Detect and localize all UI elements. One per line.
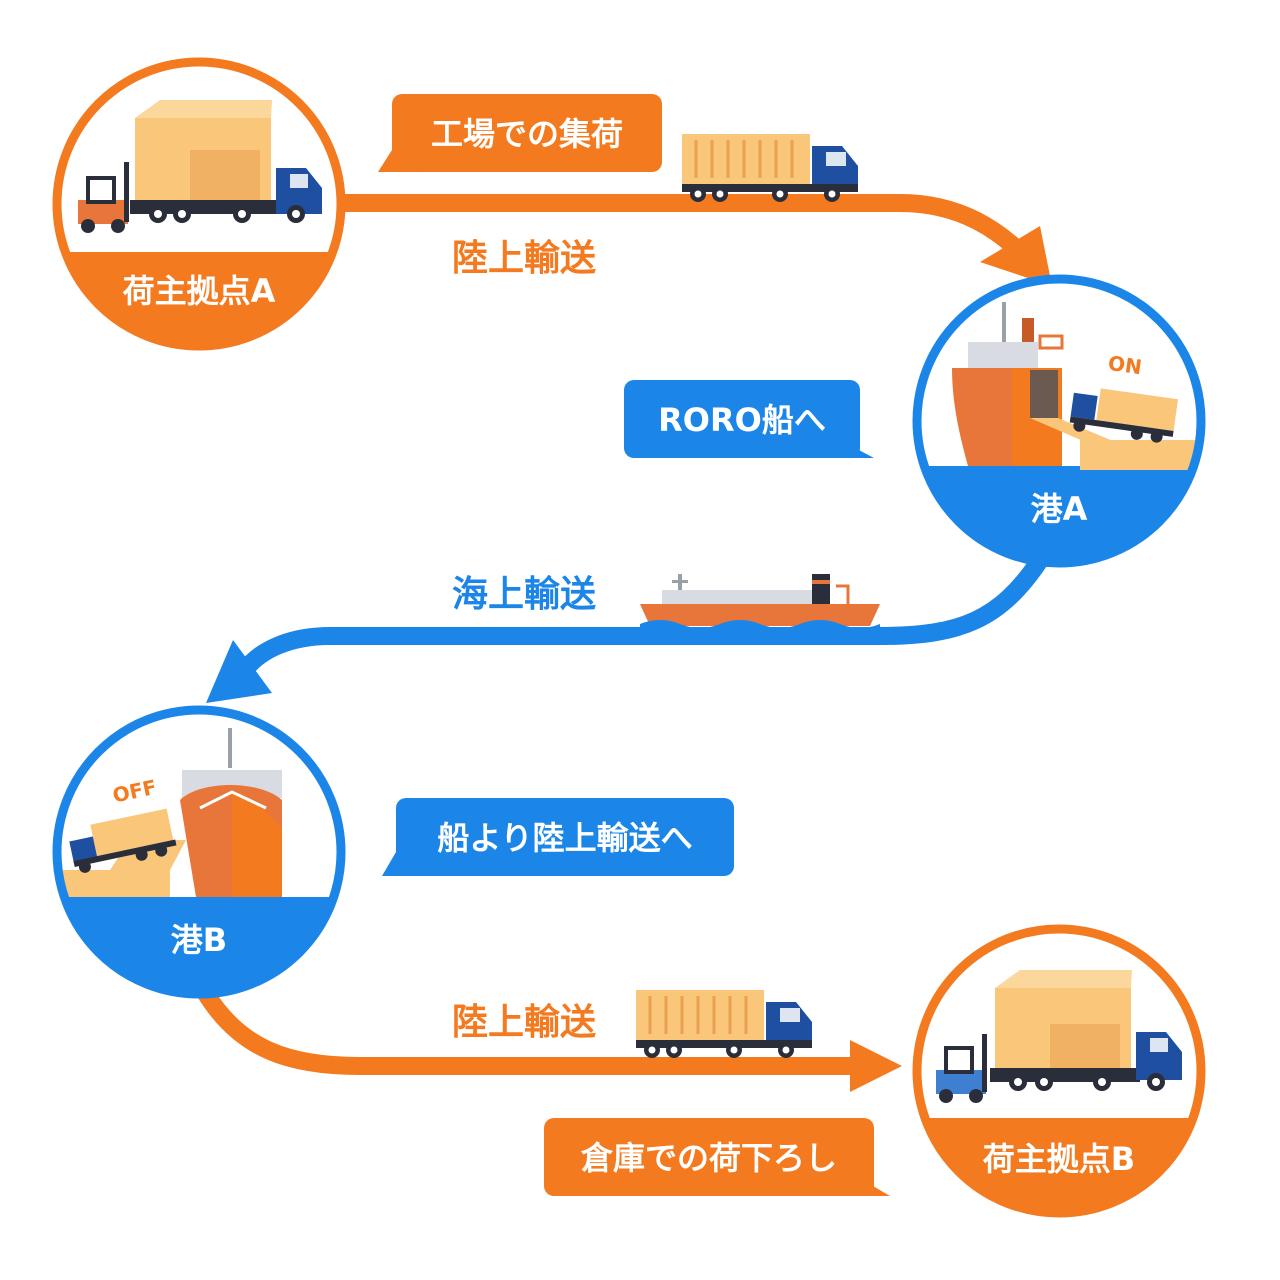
route-label-land-2: 陸上輸送	[452, 1002, 596, 1043]
route-land-2-arrow	[197, 987, 902, 1092]
truck-icon	[682, 134, 858, 202]
node-label: 荷主拠点B	[983, 1140, 1135, 1178]
node-shipper-b: 荷主拠点B	[912, 924, 1206, 1218]
on-badge: ON	[1107, 351, 1144, 379]
truck-forklift-illustration	[936, 970, 1182, 1103]
callout-pickup: 工場での集荷	[378, 94, 662, 172]
route-land-1-arrow	[340, 194, 1052, 286]
truck-forklift-illustration	[78, 100, 322, 233]
ship-icon	[640, 574, 880, 632]
callout-roro: RORO船へ	[624, 380, 874, 458]
route-label-sea: 海上輸送	[452, 574, 596, 615]
callout-text: 工場での集荷	[431, 115, 623, 153]
node-shipper-a: 荷主拠点A	[52, 57, 346, 351]
ship-unloading-illustration	[58, 728, 282, 897]
callout-text: RORO船へ	[658, 401, 826, 439]
route-label-land-1: 陸上輸送	[452, 238, 596, 279]
node-port-b: OFF 港B	[52, 705, 346, 999]
route-sea-arrow	[206, 554, 1048, 703]
truck-icon	[636, 990, 812, 1058]
callout-text: 船より陸上輸送へ	[437, 819, 692, 857]
node-label: 港A	[1031, 490, 1088, 528]
node-label: 港B	[171, 921, 227, 959]
node-port-a: ON 港A	[912, 274, 1206, 568]
callout-from-ship: 船より陸上輸送へ	[382, 798, 734, 876]
ship-loading-illustration	[952, 302, 1200, 470]
node-label: 荷主拠点A	[123, 272, 276, 310]
callout-unload: 倉庫での荷下ろし	[544, 1118, 890, 1196]
callout-text: 倉庫での荷下ろし	[580, 1139, 837, 1177]
